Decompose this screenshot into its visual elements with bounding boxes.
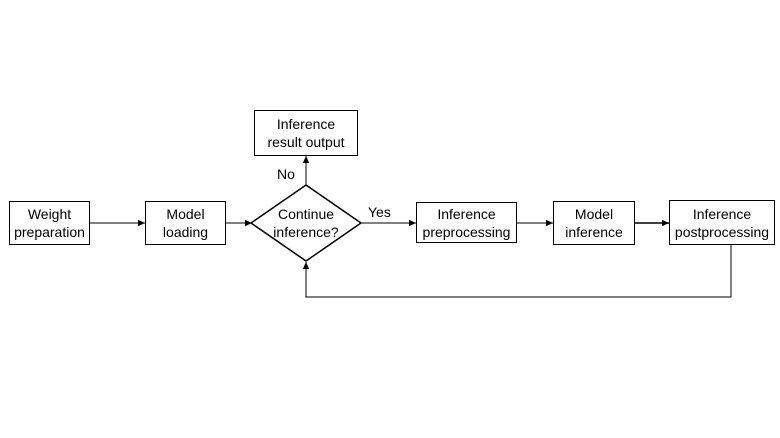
edge-label-no: No	[277, 166, 295, 182]
node-model-inference-line2: inference	[565, 224, 623, 240]
node-inference-result-output-line2: result output	[267, 134, 345, 150]
node-model-loading-line2: loading	[162, 224, 209, 240]
node-inference-result-output: Inference result output	[254, 110, 358, 156]
node-weight-preparation: Weight preparation	[9, 201, 90, 245]
node-inference-postprocessing-line1: Inference	[692, 205, 752, 222]
node-weight-preparation-line1: Weight	[27, 206, 72, 222]
node-continue-inference-line1: Continue	[277, 206, 335, 222]
node-inference-postprocessing: Inference postprocessing	[669, 200, 775, 245]
node-inference-postprocessing-line2: postprocessing	[674, 223, 770, 240]
arrow-loop-back-to-decision	[302, 245, 732, 298]
node-weight-preparation-line2: preparation	[14, 224, 85, 240]
node-inference-preprocessing: Inference preprocessing	[416, 202, 517, 243]
node-inference-result-output-line1: Inference	[276, 116, 336, 132]
node-inference-preprocessing-line2: preprocessing	[422, 223, 511, 240]
node-continue-inference: Continue inference?	[256, 203, 356, 243]
node-model-loading-line1: Model	[166, 206, 205, 222]
edge-label-yes: Yes	[368, 204, 391, 220]
node-model-inference: Model inference	[553, 201, 635, 245]
node-model-loading: Model loading	[145, 201, 226, 245]
node-continue-inference-line2: inference?	[273, 224, 339, 240]
node-inference-preprocessing-line1: Inference	[437, 205, 496, 222]
decision-diamond	[249, 184, 363, 262]
node-model-inference-line1: Model	[574, 206, 614, 222]
